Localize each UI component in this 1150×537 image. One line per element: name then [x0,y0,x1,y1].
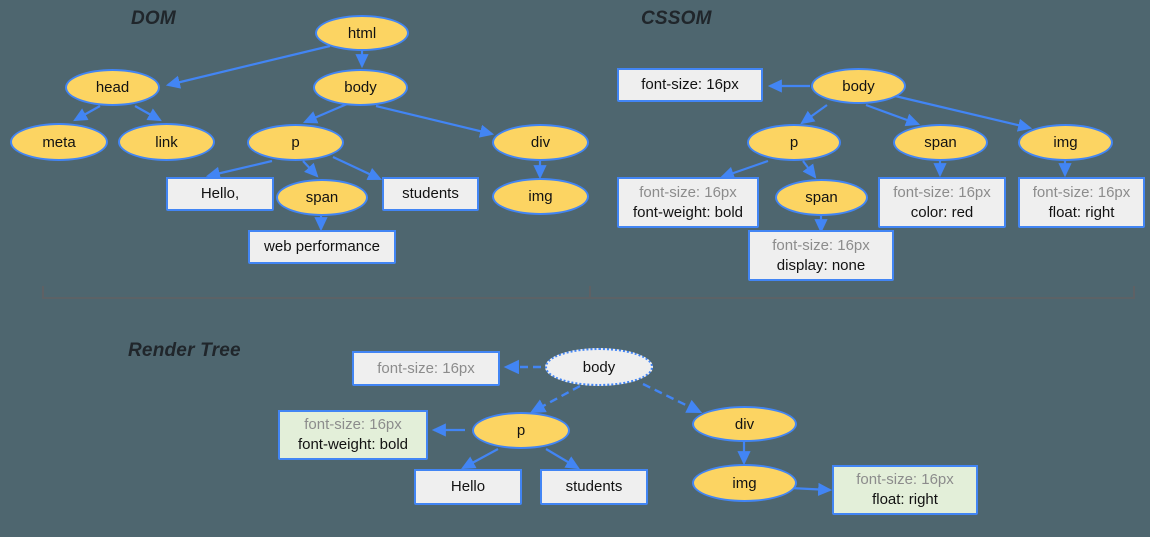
box-line: students [402,185,459,203]
node-label: p [789,134,799,151]
dom-node-img[interactable]: img [492,178,589,215]
style-line: font-size: 16px [893,183,991,201]
dom-text-students[interactable]: students [382,177,479,211]
cssom-style-span-body[interactable]: font-size: 16px color: red [878,177,1006,228]
style-line: font-size: 16px [641,76,739,94]
node-label: body [582,358,616,376]
render-text-hello[interactable]: Hello [414,469,522,505]
style-line: float: right [1048,203,1115,221]
dom-node-head[interactable]: head [65,69,160,106]
dom-node-p[interactable]: p [247,124,344,161]
cssom-node-img[interactable]: img [1018,124,1113,161]
node-label: span [924,134,957,151]
node-label: body [344,79,377,96]
node-label: div [530,134,551,151]
node-label: img [528,188,553,205]
node-label: div [734,415,755,433]
dom-node-link[interactable]: link [118,123,215,161]
style-line: font-size: 16px [377,359,475,377]
style-line: font-size: 16px [856,471,954,489]
dom-text-web-performance[interactable]: web performance [248,230,396,264]
box-line: Hello [450,478,486,496]
dom-text-hello[interactable]: Hello, [166,177,274,211]
node-label: meta [42,133,76,151]
cssom-style-p[interactable]: font-size: 16px font-weight: bold [617,177,759,228]
style-line: font-size: 16px [772,236,870,254]
render-style-body[interactable]: font-size: 16px [352,351,500,386]
node-label: head [95,79,130,96]
style-line: font-size: 16px [304,416,402,434]
render-style-p[interactable]: font-size: 16px font-weight: bold [278,410,428,460]
cssom-node-span-nested[interactable]: span [775,179,868,216]
node-label: span [805,189,838,206]
style-line: display: none [776,256,866,274]
render-style-img[interactable]: font-size: 16px float: right [832,465,978,515]
cssom-style-span-nested[interactable]: font-size: 16px display: none [748,230,894,281]
cssom-style-img[interactable]: font-size: 16px float: right [1018,177,1145,228]
section-divider [42,286,1135,299]
dom-node-body[interactable]: body [313,69,408,106]
render-node-div[interactable]: div [692,406,797,442]
cssom-node-span-body[interactable]: span [893,124,988,161]
node-label: img [1053,134,1078,151]
dom-node-div[interactable]: div [492,124,589,161]
node-label: p [291,134,300,151]
section-title-cssom: CSSOM [641,8,712,29]
cssom-style-body[interactable]: font-size: 16px [617,68,763,102]
node-label: p [516,422,526,439]
dom-node-span[interactable]: span [276,179,368,216]
dom-node-html[interactable]: html [315,15,409,51]
node-label: link [155,133,178,151]
render-node-body[interactable]: body [545,348,653,386]
section-title-render-tree: Render Tree [128,340,241,361]
style-line: font-weight: bold [632,203,744,221]
box-line: Hello, [200,185,240,203]
node-label: body [842,77,875,95]
style-line: color: red [910,203,974,221]
cssom-node-p[interactable]: p [747,124,841,161]
render-node-img[interactable]: img [692,464,797,502]
cssom-node-body[interactable]: body [811,68,906,104]
style-line: float: right [872,491,938,508]
style-line: font-size: 16px [639,183,737,201]
node-label: img [732,474,757,492]
style-line: font-size: 16px [1032,183,1131,201]
box-line: web performance [264,238,380,256]
node-label: span [305,189,339,206]
render-node-p[interactable]: p [472,412,570,449]
section-title-dom: DOM [131,8,176,29]
node-label: html [347,24,377,42]
render-text-students[interactable]: students [540,469,648,505]
box-line: students [565,478,623,496]
style-line: font-weight: bold [297,436,409,453]
dom-node-meta[interactable]: meta [10,123,108,161]
